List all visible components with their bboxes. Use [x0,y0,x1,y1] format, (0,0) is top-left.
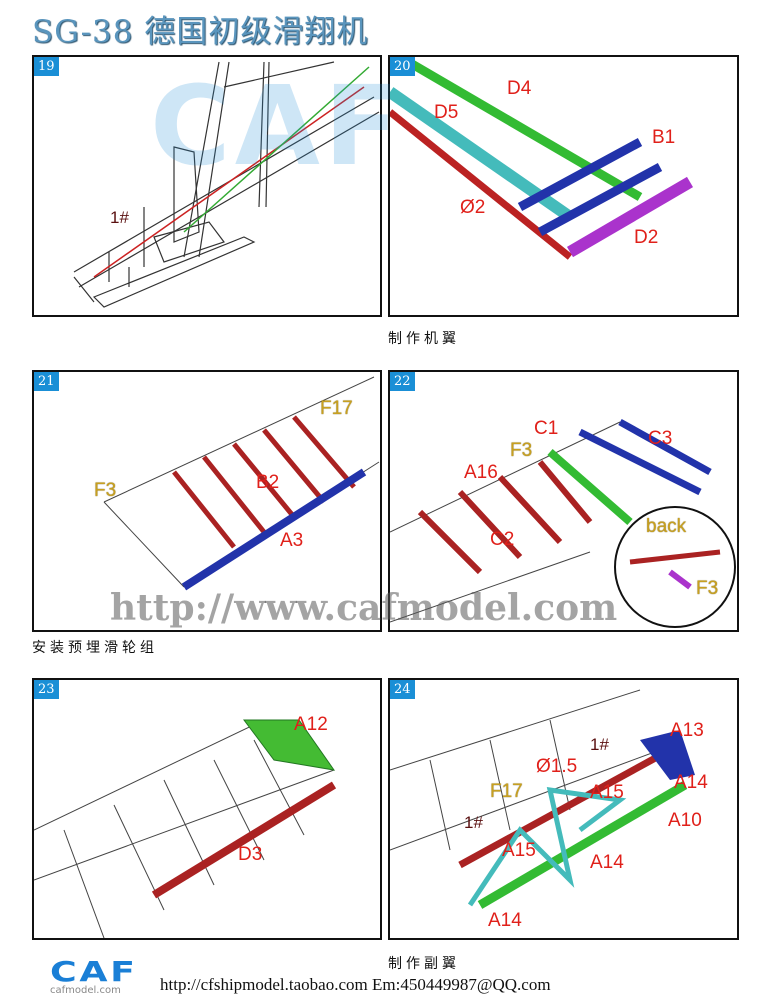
footer-contact: http://cfshipmodel.taobao.com Em:4504499… [160,975,551,994]
step-23-panel: 23 A12 D3 [32,678,382,940]
part-label: A3 [280,530,304,551]
wing-ribs-c-drawing [390,418,736,628]
part-label: D2 [634,227,659,248]
part-label: F3 [510,440,533,461]
part-label: A10 [668,810,702,831]
watermark-logo: CAF [150,62,404,190]
step-22-panel: 22 C1 C3 F3 A16 C2 back F3 [388,370,739,632]
step-24-panel: 24 A13 1# Ø1.5 A14 F17 A15 A10 1# A15 A1… [388,678,739,940]
caption-aileron: 制作副翼 [388,956,460,972]
part-label: F17 [490,781,523,802]
step-number: 20 [390,57,415,76]
part-label: D3 [238,844,263,865]
part-label: C1 [534,418,559,439]
step-number: 19 [34,57,59,76]
step-21-panel: 21 F17 F3 B2 A3 [32,370,382,632]
aileron-assembly-drawing [390,689,695,909]
part-label: A16 [464,462,498,483]
step-20-panel: 20 D4 D5 B1 Ø2 D2 [388,55,739,317]
part-label: 1# [464,813,483,832]
part-label: C2 [490,529,515,550]
part-label: A15 [590,782,624,803]
part-label: D5 [434,102,459,123]
part-label: F17 [320,398,353,419]
part-label: Ø2 [460,197,486,218]
glider-fuselage-drawing [73,61,380,308]
part-label: C3 [648,428,673,449]
logo-subtitle: cafmodel.com [50,985,121,996]
part-label: A14 [590,852,624,873]
wing-spar-drawing [390,57,694,260]
aileron-frame-drawing [34,719,337,938]
part-label: A13 [670,720,704,741]
step-number: 21 [34,372,59,391]
part-label: F3 [696,578,719,599]
part-label: 1# [590,735,609,754]
part-label: B2 [256,472,280,493]
page-title: SG-38 德国初级滑翔机 [32,14,369,50]
watermark-url: http://www.cafmodel.com [110,587,618,629]
part-label: Ø1.5 [536,756,578,777]
part-label: B1 [652,127,676,148]
step-number: 24 [390,680,415,699]
part-label: A14 [674,772,708,793]
step-19-panel: 19 1# [32,55,382,317]
caption-pulley: 安装预埋滑轮组 [32,640,158,656]
part-label: A15 [502,840,536,861]
detail-back-label: back [646,516,687,537]
wing-ribs-drawing [103,376,380,591]
part-label: A14 [488,910,522,931]
caption-wing: 制作机翼 [388,331,460,347]
caf-logo: CAF [50,955,138,988]
part-label: F3 [94,480,117,501]
part-label: A12 [294,714,328,735]
part-label: 1# [110,208,129,227]
step-number: 23 [34,680,59,699]
part-label: D4 [507,78,532,99]
step-number: 22 [390,372,415,391]
